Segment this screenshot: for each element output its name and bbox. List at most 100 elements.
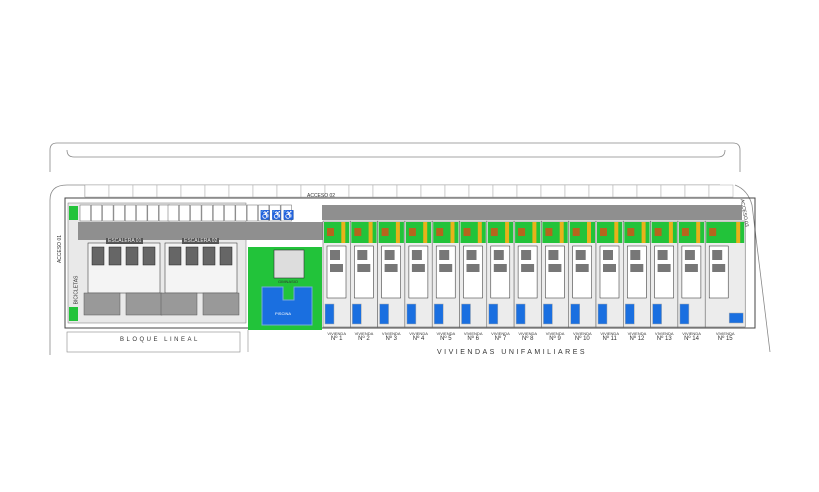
house-room <box>712 250 723 260</box>
house-room <box>330 264 343 272</box>
street-parking-bay <box>396 184 422 198</box>
house-word: VIVIENDA <box>654 331 674 336</box>
house-room <box>521 250 532 260</box>
garden-path <box>641 222 646 243</box>
house-number: Nº 4 <box>412 336 425 342</box>
street-parking-bay <box>276 184 302 198</box>
house-room <box>684 250 695 260</box>
house-number: Nº 7 <box>494 336 507 342</box>
top-parking-strip <box>84 184 734 198</box>
garden-path <box>395 222 400 243</box>
house-word: VIVIENDA <box>715 331 735 336</box>
terrace <box>83 292 121 316</box>
accessible-parking-space <box>280 204 292 222</box>
houses-title: VIVIENDAS UNIFAMILIARES <box>437 349 588 356</box>
garden-path <box>587 222 591 243</box>
house-word: VIVIENDA <box>327 331 346 336</box>
house-room <box>493 264 507 272</box>
garden-path <box>736 222 741 243</box>
house-room <box>411 264 425 272</box>
house-pool <box>379 303 389 325</box>
street-parking-bay <box>660 184 686 198</box>
apartment-unit <box>219 246 233 266</box>
street-parking-bay <box>636 184 662 198</box>
house-word: VIVIENDA <box>354 331 374 336</box>
house-pool <box>728 312 744 324</box>
accessible-parking-space <box>258 204 270 222</box>
parking-spaces: ♿♿♿ <box>69 204 294 321</box>
house-number: Nº 10 <box>574 336 590 342</box>
tree-icon <box>69 307 78 321</box>
street-parking-bay <box>492 184 518 198</box>
house-number: Nº 9 <box>549 336 561 342</box>
tree-icon <box>709 228 717 236</box>
tree-icon <box>490 228 498 236</box>
house-word: VIVIENDA <box>463 331 483 336</box>
street-parking-bay <box>132 184 158 198</box>
house-word: VIVIENDA <box>518 331 538 336</box>
gym-building <box>273 249 305 279</box>
tree-icon <box>327 228 334 236</box>
parking-space <box>167 204 179 222</box>
house-pool <box>597 303 608 325</box>
garden-path <box>532 222 537 243</box>
house-pool <box>515 303 526 325</box>
garden-path <box>614 222 619 243</box>
tree-icon <box>69 206 78 220</box>
house-room <box>357 250 368 260</box>
house-word: VIVIENDA <box>545 331 565 336</box>
house-word: VIVIENDA <box>491 331 510 336</box>
house-word: VIVIENDA <box>436 331 456 336</box>
tree-icon <box>463 228 471 236</box>
house-room <box>384 264 398 272</box>
house-room <box>439 250 450 260</box>
tree-icon <box>681 228 689 236</box>
parking-space <box>79 204 91 222</box>
house-number: Nº 14 <box>684 336 699 342</box>
garden-path <box>423 222 428 243</box>
house-number: Nº 2 <box>358 336 370 342</box>
house-number: Nº 12 <box>629 336 645 342</box>
garden-path <box>696 222 701 243</box>
street-parking-bay <box>348 184 374 198</box>
houses-driveway <box>322 205 742 220</box>
street-parking-bay <box>228 184 254 198</box>
garden-path <box>368 222 373 243</box>
house-room <box>657 250 668 260</box>
house-number: Nº 1 <box>330 336 343 342</box>
tree-icon <box>572 228 580 236</box>
linear-block-label: BLOQUE LINEAL <box>120 337 200 343</box>
tree-icon <box>600 228 607 236</box>
house-word: VIVIENDA <box>573 331 592 336</box>
house-room <box>630 250 641 260</box>
house-room <box>357 264 371 272</box>
house-room <box>493 250 504 260</box>
house-word: VIVIENDA <box>600 331 619 336</box>
block-driveway <box>78 222 326 240</box>
street-parking-bay <box>252 184 278 198</box>
house-room <box>575 264 589 272</box>
house-number: Nº 13 <box>656 336 672 342</box>
houses <box>322 220 746 328</box>
garden-path <box>341 222 346 243</box>
apartment-unit <box>125 246 139 266</box>
apartment-unit <box>142 246 156 266</box>
house-room <box>603 264 616 272</box>
stair-2-label: ESCALERA 02 <box>182 238 220 244</box>
street-parking-bay <box>588 184 614 198</box>
apartment-unit <box>202 246 216 266</box>
house-number: Nº 6 <box>467 336 479 342</box>
house-room <box>548 250 559 260</box>
house-pool <box>406 303 417 325</box>
house-room <box>548 264 562 272</box>
house-word: VIVIENDA <box>381 331 401 336</box>
street-parking-bay <box>564 184 590 198</box>
house-room <box>657 264 671 272</box>
house-number: Nº 3 <box>385 336 397 342</box>
